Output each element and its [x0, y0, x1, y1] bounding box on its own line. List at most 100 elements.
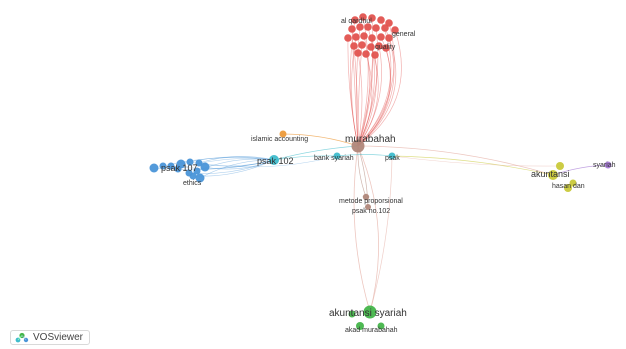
edge-murabahah-red-0: [349, 19, 359, 147]
node-red-cluster-22[interactable]: [371, 51, 379, 59]
node-psak-102[interactable]: [269, 155, 279, 165]
edge-psak-102-blue-5: [198, 156, 275, 164]
node-metode-proporsional[interactable]: [362, 193, 370, 201]
edge-murabahah-red-6: [355, 26, 361, 147]
label-hasan-dan[interactable]: hasan dan: [552, 183, 585, 190]
node-red-cluster-6[interactable]: [356, 23, 364, 31]
edge-psak-102-blue-6: [204, 159, 275, 170]
node-red-cluster-11[interactable]: [344, 34, 352, 42]
label-psak-no-102[interactable]: psak no.102: [352, 208, 390, 215]
label-akad-murabahah[interactable]: akad murabahah: [345, 327, 398, 334]
edge-murabahah-red-16: [357, 37, 395, 147]
label-ethics[interactable]: ethics: [183, 180, 202, 187]
label-metode-proporsional[interactable]: metode proporsional: [339, 198, 403, 205]
node-red-cluster-23[interactable]: [354, 49, 362, 57]
node-murabahah[interactable]: [351, 139, 365, 153]
edge-murabahah-red-18: [357, 44, 363, 147]
node-hasan-dan[interactable]: [564, 184, 572, 192]
edge-murabahah-islamic-accounting: [282, 133, 359, 147]
label-akuntansi[interactable]: akuntansi: [531, 169, 570, 179]
label-syariah[interactable]: syariah: [593, 162, 616, 169]
node-blue-cluster-9[interactable]: [195, 173, 205, 183]
node-red-cluster-15[interactable]: [377, 33, 385, 41]
edge-murabahah-metode: [357, 145, 367, 198]
node-blue-cluster-4[interactable]: [186, 158, 194, 166]
node-labels: al qardhul general quality murabahah isl…: [161, 18, 616, 334]
node-akad-murabahah-2[interactable]: [377, 322, 385, 330]
node-red-cluster-24[interactable]: [382, 44, 390, 52]
node-akuntansi-syariah-2[interactable]: [348, 310, 356, 318]
node-blue-cluster-2[interactable]: [167, 162, 175, 170]
node-islamic-accounting[interactable]: [279, 130, 287, 138]
label-psak[interactable]: psak: [385, 155, 400, 162]
node-akuntansi-syariah[interactable]: [363, 305, 377, 319]
edge-murabahah-psak-102: [273, 145, 359, 161]
node-blue-cluster-10[interactable]: [185, 169, 193, 177]
node-syariah[interactable]: [604, 161, 612, 169]
edge-psak-102-blue-9: [199, 159, 275, 179]
label-islamic-accounting[interactable]: islamic accounting: [251, 136, 308, 143]
node-red-cluster-7[interactable]: [364, 23, 372, 31]
node-psak[interactable]: [388, 152, 396, 160]
node-blue-cluster-7[interactable]: [193, 167, 201, 175]
node-red-cluster-2[interactable]: [368, 14, 376, 22]
edge-murabahah-akuntansi-syariah-2: [353, 145, 371, 313]
node-blue-cluster-1[interactable]: [159, 162, 167, 170]
label-psak-102[interactable]: psak 102: [257, 156, 294, 166]
node-red-cluster-20[interactable]: [375, 42, 383, 50]
edge-murabahah-red-13: [357, 35, 370, 147]
edge-murabahah-red-10: [357, 29, 402, 147]
node-blue-cluster-0[interactable]: [149, 163, 159, 173]
edge-murabahah-red-9: [357, 27, 397, 147]
edge-psak-102-blue-1: [162, 157, 275, 167]
node-hasan-dan-2[interactable]: [569, 179, 577, 187]
edge-murabahah-red-22: [357, 54, 377, 147]
label-psak-107[interactable]: psak 107: [161, 163, 198, 173]
node-bank-syariah[interactable]: [333, 152, 341, 160]
edge-murabahah-red-8: [357, 27, 379, 147]
edge-psak-akuntansi-syariah: [369, 155, 393, 313]
node-red-cluster-1[interactable]: [359, 13, 367, 21]
label-general[interactable]: general: [392, 31, 416, 38]
edge-murabahah-red-2: [357, 17, 374, 147]
edge-murabahah-red-5: [351, 28, 359, 147]
label-al-qardhul[interactable]: al qardhul: [341, 18, 372, 25]
node-red-cluster-10[interactable]: [391, 26, 399, 34]
node-red-cluster-0[interactable]: [351, 16, 359, 24]
node-red-cluster-17[interactable]: [350, 42, 358, 50]
edge-murabahah-red-21: [357, 53, 373, 147]
label-akuntansi-syariah[interactable]: akuntansi syariah: [329, 308, 407, 319]
network-edges: [153, 16, 609, 313]
label-murabahah[interactable]: murabahah: [345, 134, 396, 145]
node-akuntansi-2[interactable]: [556, 162, 564, 170]
edge-murabahah-red-3: [357, 19, 392, 147]
network-nodes: [149, 13, 612, 330]
node-red-cluster-8[interactable]: [372, 24, 380, 32]
node-red-cluster-3[interactable]: [377, 16, 385, 24]
node-red-cluster-18[interactable]: [358, 41, 366, 49]
node-red-cluster-13[interactable]: [360, 32, 368, 40]
vosviewer-logo-icon: [15, 332, 29, 343]
node-red-cluster-5[interactable]: [348, 25, 356, 33]
node-red-cluster-19[interactable]: [367, 43, 375, 51]
edge-murabahah-red-17: [353, 45, 359, 147]
node-blue-cluster-5[interactable]: [195, 159, 203, 167]
label-bank-syariah[interactable]: bank syariah: [314, 155, 354, 162]
node-blue-cluster-11[interactable]: [174, 165, 182, 173]
node-akad-murabahah[interactable]: [356, 322, 364, 330]
node-red-cluster-9[interactable]: [381, 24, 389, 32]
edge-psak-akuntansi: [391, 155, 554, 176]
node-red-cluster-12[interactable]: [352, 33, 360, 41]
edge-murabahah-red-20: [357, 45, 382, 147]
edge-psak-akuntansi-2: [391, 155, 561, 167]
node-red-cluster-21[interactable]: [362, 50, 370, 58]
node-red-cluster-16[interactable]: [385, 34, 393, 42]
node-blue-cluster-6[interactable]: [200, 162, 210, 172]
vosviewer-brand: VOSviewer: [10, 330, 91, 345]
label-quality[interactable]: quality: [375, 44, 396, 51]
node-red-cluster-14[interactable]: [368, 34, 376, 42]
node-akuntansi[interactable]: [548, 170, 558, 180]
node-psak-no-102[interactable]: [365, 204, 371, 210]
